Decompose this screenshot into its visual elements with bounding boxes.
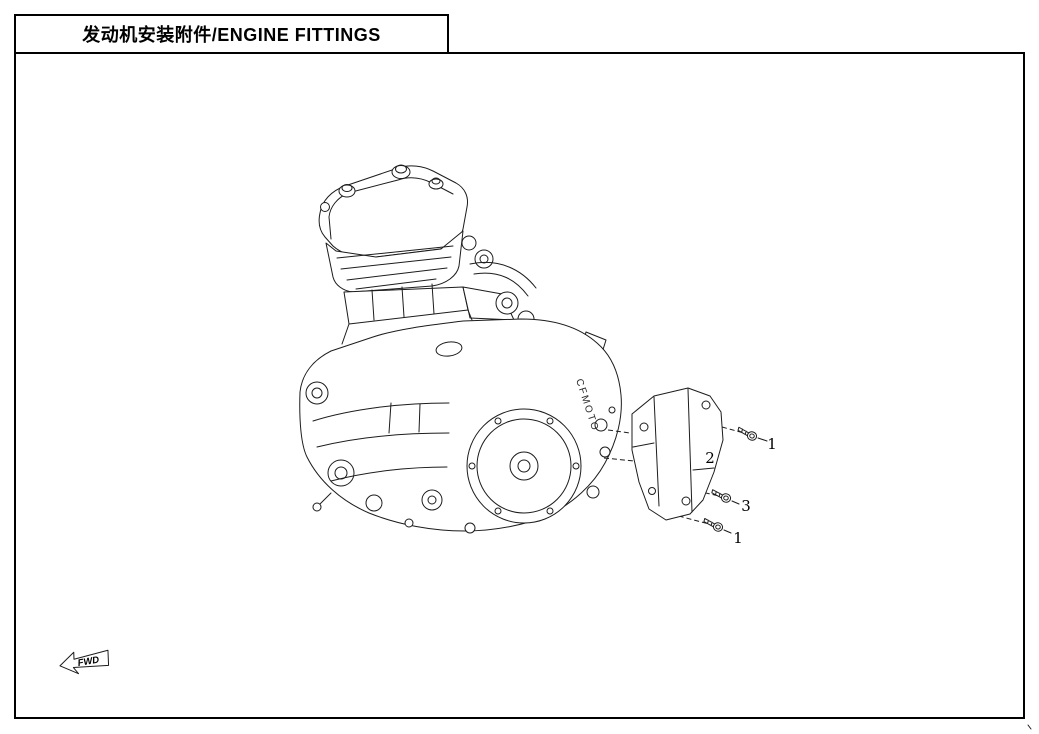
callout-label-bolt-bottom: 1 [733,529,743,547]
page-title: 发动机安装附件/ENGINE FITTINGS [82,25,381,45]
leader-line [603,457,635,462]
callout-labels: 1 2 3 1 [705,435,777,547]
fwd-arrow: FWD [59,649,110,675]
callout-label-bolt-top: 1 [767,435,777,453]
bolt-screw-top [735,426,759,442]
bolt-screw-middle [709,489,733,504]
engine-drawing: CFMOTO [299,164,622,534]
callout-label-bracket: 2 [705,449,715,467]
leader-tick [731,500,740,505]
title-box: 发动机安装附件/ENGINE FITTINGS [14,14,449,54]
callout-label-bolt-middle: 3 [741,497,751,515]
fwd-label: FWD [77,654,100,669]
corner-tick [1027,724,1032,730]
leader-line [607,429,631,434]
leader-line [670,513,710,525]
bracket-part [631,387,724,521]
leader-tick [723,529,732,534]
bolt-screw-bottom [701,517,725,533]
leader-tick [757,437,768,442]
